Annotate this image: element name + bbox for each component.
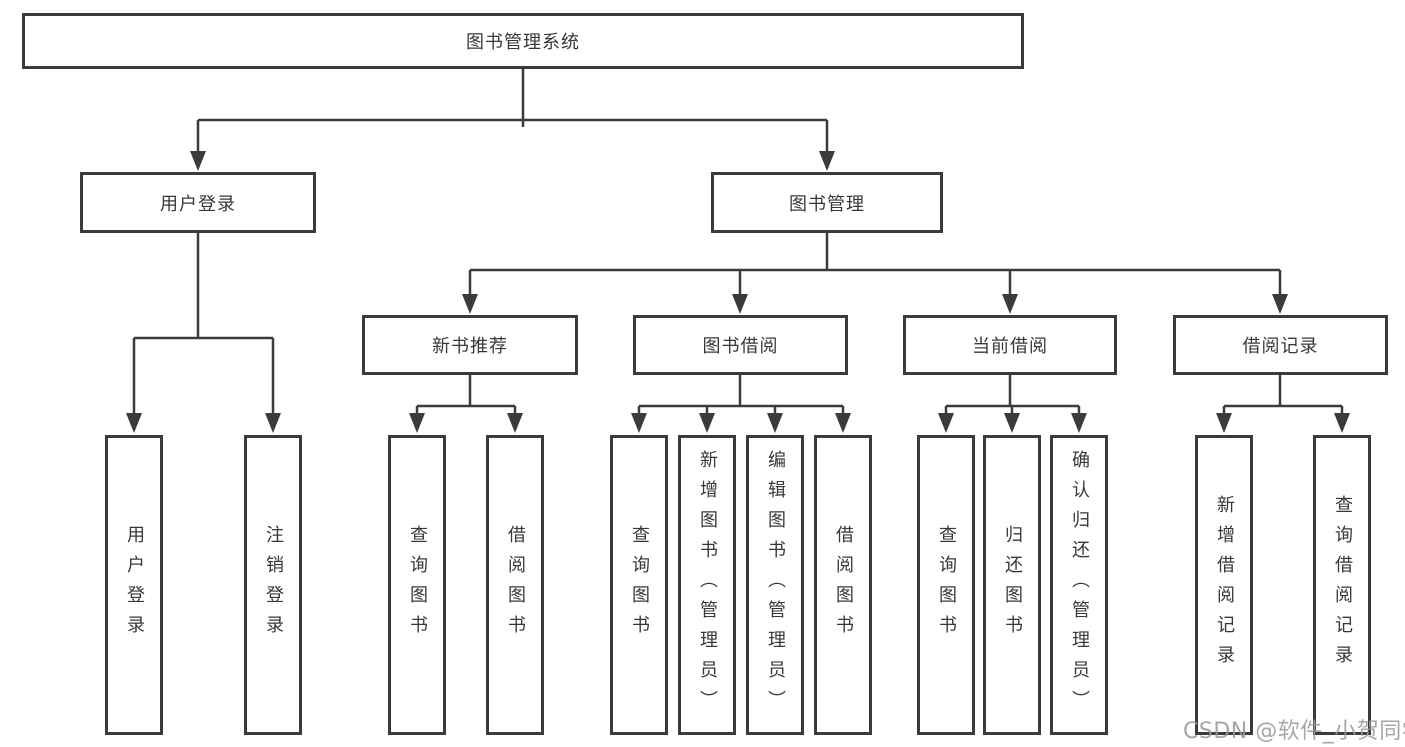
node-label: 用户登录 bbox=[160, 193, 236, 215]
leaf-borrow-books: 借阅图书 bbox=[814, 435, 872, 735]
node-label: 新增借阅记录 bbox=[1214, 495, 1235, 675]
leaf-add-borrow-record: 新增借阅记录 bbox=[1195, 435, 1253, 735]
node-label: 查询借阅记录 bbox=[1332, 495, 1353, 675]
leaf-borrow-books-recommend: 借阅图书 bbox=[486, 435, 544, 735]
node-label: 借阅图书 bbox=[505, 525, 526, 645]
node-label: 查询图书 bbox=[629, 525, 650, 645]
leaf-add-books-admin: 新增图书（管理员） bbox=[678, 435, 736, 735]
leaf-return-books: 归还图书 bbox=[983, 435, 1041, 735]
leaf-edit-books-admin: 编辑图书（管理员） bbox=[746, 435, 804, 735]
leaf-query-books-recommend: 查询图书 bbox=[388, 435, 446, 735]
node-library-management-system: 图书管理系统 bbox=[22, 13, 1024, 69]
node-current-borrowing: 当前借阅 bbox=[903, 315, 1117, 375]
node-label: 图书管理系统 bbox=[466, 32, 580, 53]
node-label: 图书借阅 bbox=[702, 336, 779, 357]
node-user-login: 用户登录 bbox=[80, 172, 316, 233]
node-label: 新增图书（管理员） bbox=[697, 450, 718, 720]
node-label: 确认归还（管理员） bbox=[1069, 450, 1090, 720]
node-label: 编辑图书（管理员） bbox=[765, 450, 786, 720]
node-label: 借阅记录 bbox=[1242, 336, 1319, 357]
node-label: 当前借阅 bbox=[972, 336, 1048, 357]
leaf-logout: 注销登录 bbox=[244, 435, 302, 735]
node-book-borrowing: 图书借阅 bbox=[633, 315, 848, 375]
node-borrowing-records: 借阅记录 bbox=[1173, 315, 1388, 375]
node-label: 新书推荐 bbox=[432, 336, 508, 357]
node-label: 注销登录 bbox=[263, 525, 284, 645]
node-label: 借阅图书 bbox=[833, 525, 854, 645]
csdn-watermark: CSDN @软件_小贺同学 bbox=[1183, 719, 1405, 744]
leaf-query-books-current: 查询图书 bbox=[917, 435, 975, 735]
node-label: 归还图书 bbox=[1002, 525, 1023, 645]
leaf-query-books-borrow: 查询图书 bbox=[610, 435, 668, 735]
node-new-book-recommendation: 新书推荐 bbox=[362, 315, 578, 375]
leaf-user-login: 用户登录 bbox=[105, 435, 163, 735]
node-label: 查询图书 bbox=[936, 525, 957, 645]
node-book-management: 图书管理 bbox=[711, 172, 943, 233]
leaf-confirm-return-admin: 确认归还（管理员） bbox=[1050, 435, 1108, 735]
node-label: 图书管理 bbox=[789, 193, 865, 215]
node-label: 查询图书 bbox=[407, 525, 428, 645]
leaf-query-borrow-record: 查询借阅记录 bbox=[1313, 435, 1371, 735]
node-label: 用户登录 bbox=[124, 525, 145, 645]
